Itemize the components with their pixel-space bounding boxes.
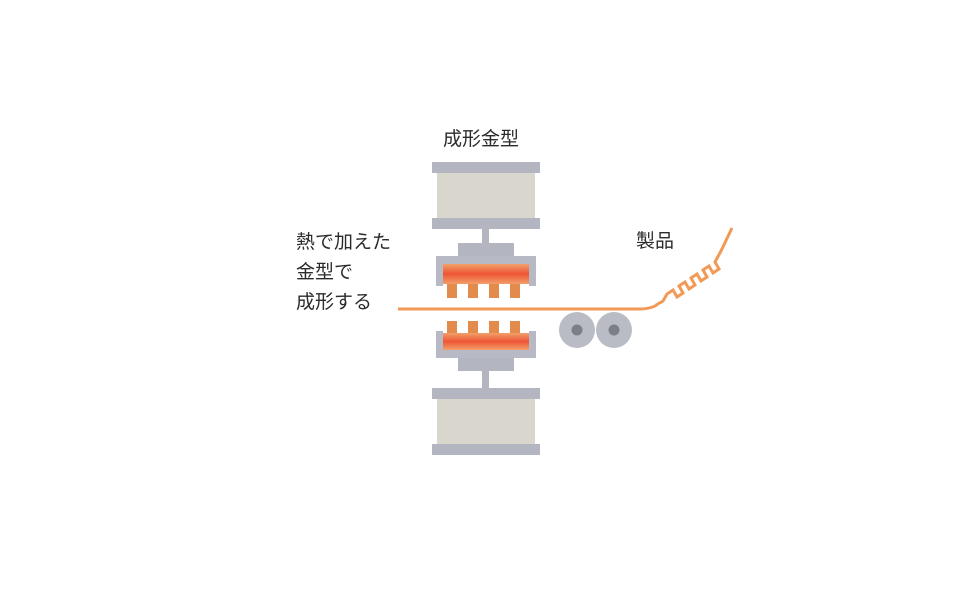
lower-die: [436, 321, 536, 358]
lower-die-left-wall: [436, 331, 443, 350]
process-line-2: 金型で: [296, 261, 354, 283]
product-label: 製品: [636, 230, 675, 252]
upper-die-tooth: [510, 284, 520, 298]
lower-press: [432, 358, 540, 455]
lower-die-right-wall: [529, 331, 536, 350]
upper-die-tooth: [489, 284, 499, 298]
lower-die-tooth: [489, 321, 499, 335]
sheet-path: [398, 303, 658, 311]
roller-pair-icon: [559, 312, 632, 348]
upper-die-tooth: [447, 284, 457, 298]
lower-die-tooth: [510, 321, 520, 335]
lower-die-tooth: [447, 321, 457, 335]
upper-die: [436, 256, 536, 298]
upper-press-rod: [482, 229, 489, 243]
roller-left-hub: [571, 324, 583, 336]
upper-die-left-wall: [436, 264, 443, 286]
upper-die-right-wall: [529, 264, 536, 286]
upper-press: [432, 162, 540, 256]
lower-press-block: [437, 399, 535, 444]
mold-title-label: 成形金型: [443, 128, 520, 150]
upper-die-top-bar: [436, 256, 536, 264]
lower-die-tooth: [468, 321, 478, 335]
upper-press-block: [437, 173, 535, 218]
lower-die-bottom-bar: [436, 350, 536, 358]
upper-die-heat-zone: [443, 264, 529, 284]
roller-right-hub: [608, 324, 620, 336]
upper-press-top-plate: [432, 162, 540, 173]
upper-die-tooth: [468, 284, 478, 298]
lower-press-rod: [482, 371, 489, 388]
lower-die-heat-zone: [443, 333, 529, 350]
process-line-3: 成形する: [296, 291, 373, 313]
product-formed-sheet: [655, 227, 734, 307]
process-description: 熱で加えた 金型で 成形する: [296, 227, 406, 317]
upper-press-holder: [458, 243, 514, 256]
process-line-1: 熱で加えた: [296, 231, 392, 253]
lower-press-holder: [458, 358, 514, 371]
upper-press-bottom-plate: [432, 218, 540, 229]
lower-press-bottom-plate: [432, 444, 540, 455]
lower-press-top-plate: [432, 388, 540, 399]
